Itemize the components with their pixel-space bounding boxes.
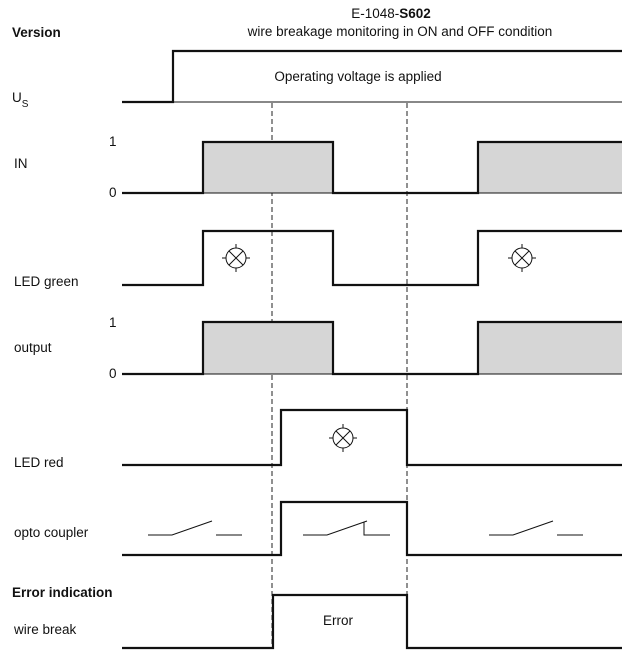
us-waveform (122, 49, 622, 104)
wire-break-waveform (122, 593, 622, 650)
led-red-row: LED red (14, 408, 622, 470)
us-label: US (12, 90, 29, 110)
in-signal-row: IN 1 0 (14, 134, 622, 200)
opto-coupler-waveform (122, 500, 622, 557)
us-note: Operating voltage is applied (274, 69, 441, 84)
led-green-label: LED green (14, 274, 79, 289)
led-red-label: LED red (14, 455, 64, 470)
in-pulse-fill-2 (478, 142, 622, 193)
led-red-lamp-icon (329, 424, 357, 452)
wire-break-row: wire break Error (13, 593, 622, 650)
output-level-high: 1 (109, 315, 117, 330)
led-green-lamp-icon-2 (508, 244, 536, 272)
us-label-subscript: S (22, 99, 29, 110)
led-green-row: LED green (14, 229, 622, 289)
in-pulse-fill-1 (203, 142, 333, 193)
wire-break-error-note: Error (323, 613, 354, 628)
opto-switch-open-icon-2 (489, 520, 583, 536)
version-label: Version (12, 25, 61, 40)
output-level-low: 0 (109, 366, 117, 381)
product-code: E-1048-S602 (351, 6, 431, 21)
output-waveform (122, 320, 622, 376)
opto-switch-open-icon-1 (148, 520, 242, 536)
in-level-high: 1 (109, 134, 117, 149)
output-pulse-fill-2 (478, 322, 622, 374)
error-indication-heading: Error indication (12, 585, 113, 600)
in-level-low: 0 (109, 185, 117, 200)
product-code-prefix: E-1048- (351, 6, 399, 21)
led-green-waveform (122, 229, 622, 287)
diagram-subtitle: wire breakage monitoring in ON and OFF c… (247, 24, 553, 39)
opto-switch-closed-icon (303, 520, 390, 536)
opto-coupler-label: opto coupler (14, 525, 89, 540)
in-label: IN (14, 156, 28, 171)
output-label: output (14, 340, 52, 355)
led-green-lamp-icon-1 (222, 244, 250, 272)
in-waveform (122, 140, 622, 195)
product-code-suffix: S602 (399, 6, 431, 21)
output-signal-row: output 1 0 (14, 315, 622, 381)
led-red-waveform (122, 408, 622, 467)
opto-coupler-row: opto coupler (14, 500, 622, 557)
us-label-main: U (12, 90, 22, 105)
wire-break-label: wire break (13, 622, 77, 637)
us-signal-row: US Operating voltage is applied (12, 49, 622, 110)
output-pulse-fill-1 (203, 322, 333, 374)
